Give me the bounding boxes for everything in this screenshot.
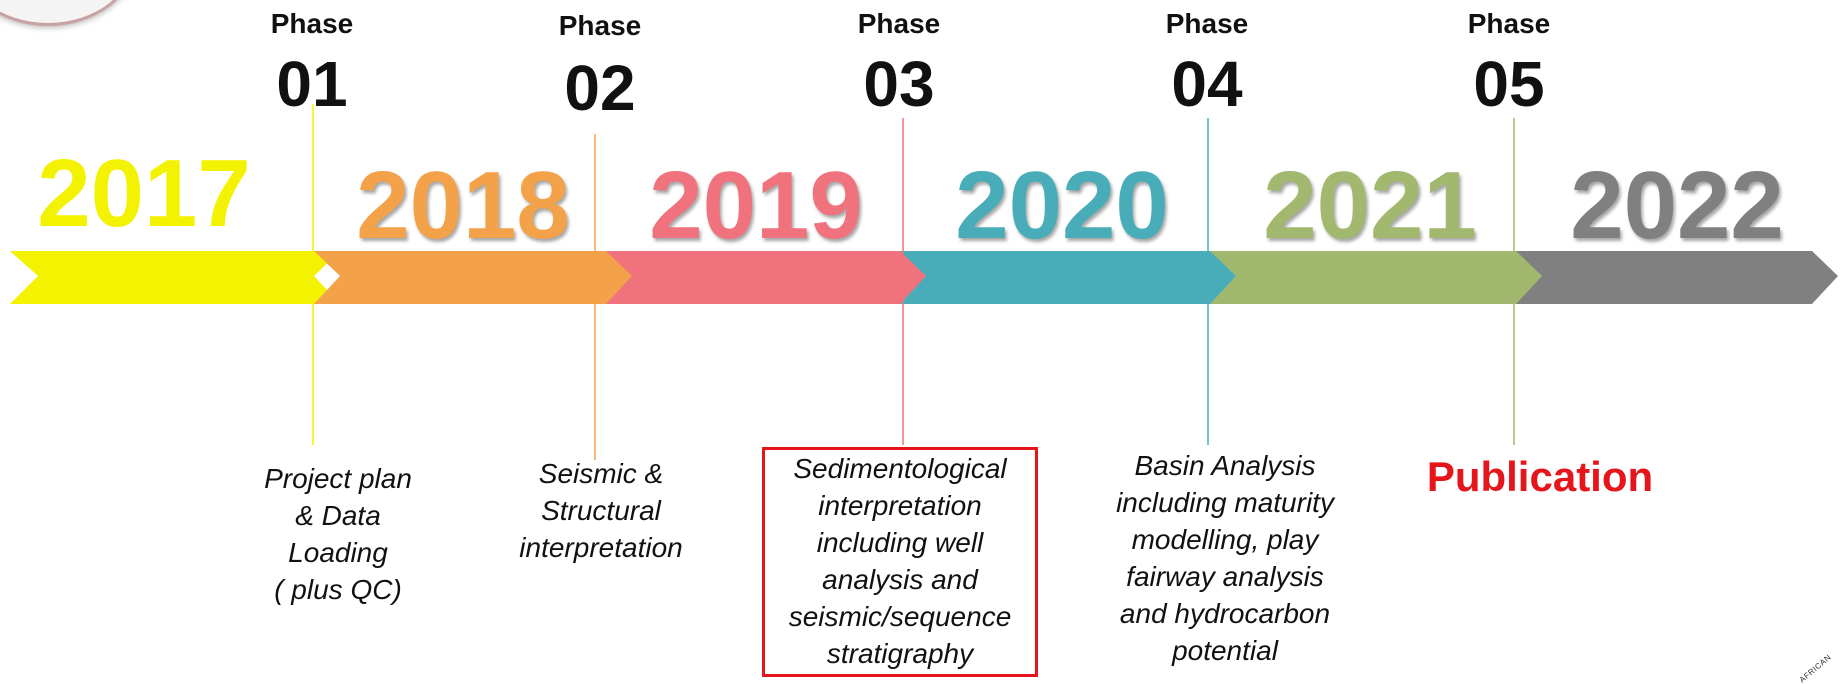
phase-label-03: Phase (857, 8, 941, 39)
description-line: Project plan (264, 463, 412, 494)
arrow-segment-2019 (606, 251, 926, 304)
phase-number-04: 04 (1171, 48, 1243, 120)
phase-number-03: 03 (863, 48, 935, 120)
description-line: analysis and (822, 564, 978, 595)
description-line: including maturity (1116, 487, 1334, 518)
description-line: modelling, play (1131, 524, 1319, 555)
phase-number-02: 02 (564, 52, 636, 124)
phase-label-01: Phase (270, 8, 354, 39)
phase-04-description: Basin Analysis including maturity modell… (1094, 447, 1356, 669)
year-label-2017: 2017 (37, 140, 251, 247)
description-line: stratigraphy (826, 638, 974, 669)
arrow-segment-2017 (10, 251, 340, 304)
description-line: interpretation (519, 532, 683, 563)
arrow-segment-2020 (900, 251, 1236, 304)
publication-label: Publication (1426, 453, 1654, 500)
phase-02-description: Seismic & Structural interpretation (498, 455, 704, 566)
year-label-2018: 2018 (356, 152, 570, 259)
phase-01-description: Project plan & Data Loading ( plus QC) (236, 460, 440, 608)
year-label-2020: 2020 (955, 152, 1169, 259)
year-label-2021: 2021 (1263, 152, 1477, 259)
description-line: seismic/sequence (788, 601, 1012, 632)
phase-number-01: 01 (276, 48, 348, 120)
description-line: Structural (541, 495, 661, 526)
phase-label-05: Phase (1467, 8, 1551, 39)
description-line: potential (1172, 635, 1278, 666)
description-line: fairway analysis (1126, 561, 1324, 592)
description-line: Loading (288, 537, 388, 568)
description-line: Basin Analysis (1134, 450, 1316, 481)
description-line: & Data (295, 500, 381, 531)
phase-number-05: 05 (1473, 48, 1545, 120)
description-line: including well (816, 527, 984, 558)
arrow-segment-2021 (1210, 251, 1542, 304)
phase-label-04: Phase (1165, 8, 1249, 39)
phase-03-description-highlight-box: Sedimentological interpretation includin… (762, 447, 1038, 677)
phase-05-publication: Publication (1400, 453, 1680, 501)
description-line: and hydrocarbon (1119, 598, 1331, 629)
description-line: interpretation (818, 490, 982, 521)
arrow-segment-2022 (1516, 251, 1838, 304)
year-label-2022: 2022 (1570, 152, 1784, 259)
description-line: Seismic & (538, 458, 664, 489)
year-label-2019: 2019 (649, 152, 863, 259)
description-line: Sedimentological (793, 453, 1007, 484)
arrow-segment-2018 (314, 251, 632, 304)
description-line: ( plus QC) (274, 574, 402, 605)
phase-label-02: Phase (558, 10, 642, 41)
